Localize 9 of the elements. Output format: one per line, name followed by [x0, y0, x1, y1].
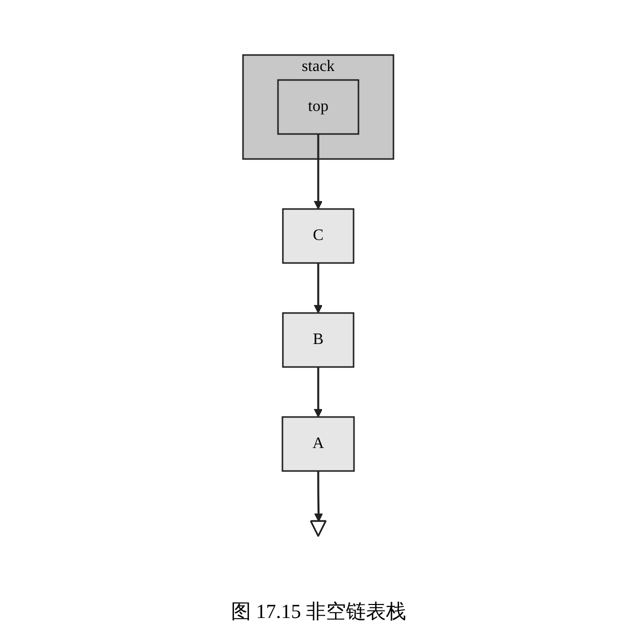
arrow [314, 470, 324, 522]
node-box: A [282, 416, 356, 472]
node-box: C [282, 208, 355, 264]
arrow [314, 366, 323, 417]
figure-caption: 图 17.15 非空链表栈 [231, 600, 406, 625]
arrow [314, 262, 323, 313]
node-box: B [282, 312, 355, 368]
arrow [314, 134, 323, 209]
node-box: top [278, 78, 360, 134]
